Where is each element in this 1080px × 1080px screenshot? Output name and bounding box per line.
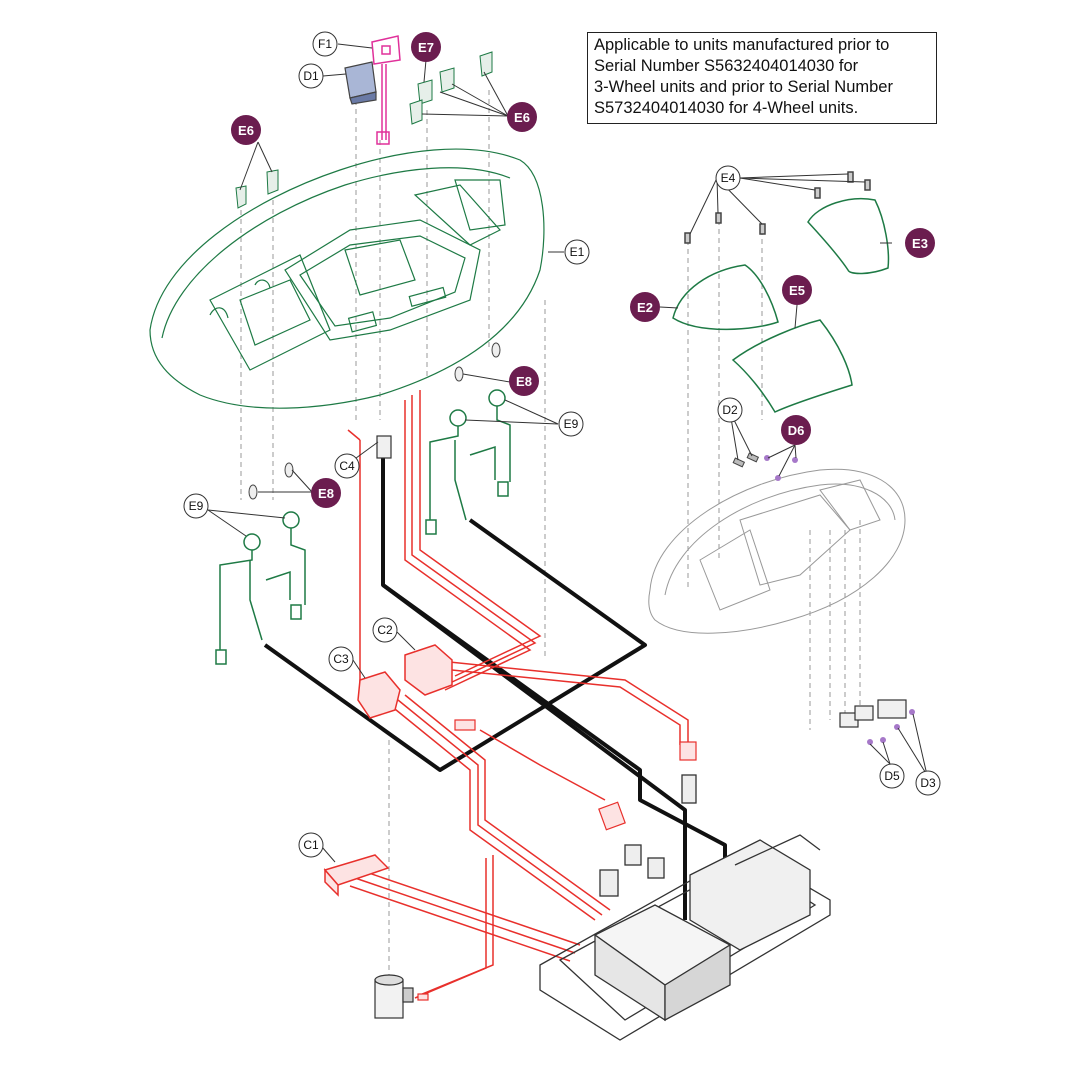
svg-text:E6: E6: [514, 110, 530, 125]
upper-shroud-e1: [149, 148, 545, 409]
callout-e1: E1: [564, 239, 590, 265]
callout-e6-top: E6: [507, 102, 537, 132]
svg-text:E1: E1: [570, 245, 585, 259]
applicability-note: Applicable to units manufactured prior t…: [587, 32, 937, 124]
leader-lines: [207, 43, 928, 863]
red-cables: [347, 390, 689, 999]
controller-base: [539, 774, 831, 1041]
clips-e6-e7: [235, 51, 493, 209]
connector-c4: [376, 435, 392, 459]
svg-text:E3: E3: [912, 236, 928, 251]
callout-e4: E4: [715, 165, 741, 191]
callout-e6-left: E6: [231, 115, 261, 145]
callout-e2: E2: [630, 292, 660, 322]
svg-text:D6: D6: [788, 423, 805, 438]
svg-text:D3: D3: [920, 776, 936, 790]
callout-c4: C4: [334, 453, 360, 479]
screws-e4: [684, 171, 871, 244]
callout-d1: D1: [298, 63, 324, 89]
svg-text:D5: D5: [884, 769, 900, 783]
callout-c3: C3: [328, 646, 354, 672]
screws-d2-d6: [732, 452, 760, 468]
bulbs-e8: [248, 342, 501, 500]
note-line-2: Serial Number S5632404014030 for: [594, 57, 859, 75]
callout-e9-right: E9: [558, 411, 584, 437]
svg-text:C1: C1: [303, 838, 319, 852]
callout-d6: D6: [781, 415, 811, 445]
red-plugs: [454, 719, 697, 831]
screws-d6: [764, 455, 798, 481]
switch-d1: [344, 61, 377, 105]
connectors-d3-d5: [839, 699, 907, 728]
screws-d3-d5: [867, 709, 915, 745]
note-line-4: S5732404014030 for 4-Wheel units.: [594, 99, 859, 117]
callout-d3: D3: [915, 770, 941, 796]
svg-text:E2: E2: [637, 300, 653, 315]
svg-text:C4: C4: [339, 459, 355, 473]
svg-text:E7: E7: [418, 40, 434, 55]
svg-text:D2: D2: [722, 403, 738, 417]
callout-d2: D2: [717, 397, 743, 423]
callout-e7: E7: [411, 32, 441, 62]
svg-text:C3: C3: [333, 652, 349, 666]
callout-e9-left: E9: [183, 493, 209, 519]
cover-e2: [672, 264, 779, 331]
svg-text:E4: E4: [721, 171, 736, 185]
svg-text:E9: E9: [189, 499, 204, 513]
svg-text:D1: D1: [303, 69, 319, 83]
svg-text:E8: E8: [516, 374, 532, 389]
callout-e8-left: E8: [311, 478, 341, 508]
svg-text:F1: F1: [318, 37, 332, 51]
svg-text:E9: E9: [564, 417, 579, 431]
svg-text:C2: C2: [377, 623, 393, 637]
callout-d5: D5: [879, 763, 905, 789]
connector-c1: [323, 854, 390, 897]
svg-text:E5: E5: [789, 283, 805, 298]
cover-e5: [731, 319, 853, 413]
dashed-guides: [240, 90, 861, 980]
note-line-3: 3-Wheel units and prior to Serial Number: [594, 78, 893, 96]
svg-text:E6: E6: [238, 123, 254, 138]
actuator: [374, 974, 429, 1019]
cover-e3: [807, 198, 890, 275]
harness-right-e9: [425, 389, 511, 535]
callout-e3: E3: [905, 228, 935, 258]
connector-c2: [404, 644, 453, 696]
callout-f1: F1: [312, 31, 338, 57]
switch-f1: [371, 35, 401, 145]
rear-shroud: [648, 468, 906, 634]
harness-left-e9: [215, 511, 306, 665]
callout-e8-top: E8: [509, 366, 539, 396]
callout-e5: E5: [782, 275, 812, 305]
connector-c3: [357, 671, 401, 719]
callout-c1: C1: [298, 832, 324, 858]
svg-text:E8: E8: [318, 486, 334, 501]
note-line-1: Applicable to units manufactured prior t…: [594, 36, 890, 54]
callout-c2: C2: [372, 617, 398, 643]
